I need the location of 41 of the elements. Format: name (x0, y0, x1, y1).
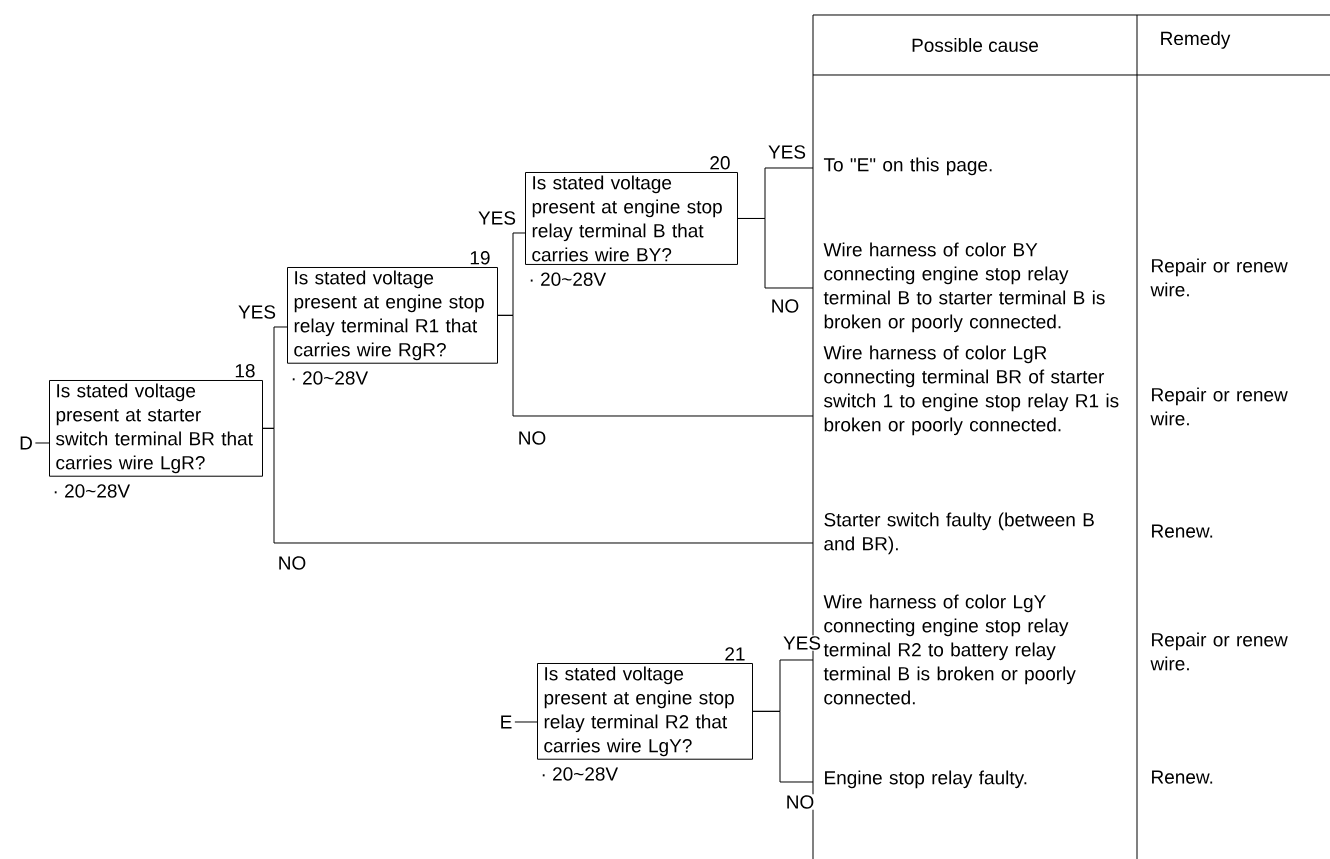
remedy-text: Renew. (1152, 524, 1213, 538)
edge-label: NO (276, 555, 308, 571)
voltage-note: · 20~28V (530, 272, 607, 286)
edge-label: NO (769, 298, 801, 314)
cause-text: Wire harness of color LgY connecting engine stop relay terminal R2 to battery relay terminal B is broken or poorly connected. (823, 594, 1076, 705)
cause-text: Engine stop relay faulty. (825, 770, 1027, 789)
step-number: 20 (710, 156, 730, 170)
connector-line (737, 218, 814, 289)
question-box: Is stated voltage present at engine stop relay terminal R2 that carries wire LgY? (537, 663, 753, 760)
remedy-text: Repair or renew wire. (1150, 632, 1288, 671)
connector-line (497, 314, 814, 417)
cause-text: Starter switch faulty (between B and BR). (824, 512, 1094, 555)
entry-letter: D (20, 436, 32, 450)
edge-label: YES (237, 304, 277, 320)
question-box: Is stated voltage present at starter switch terminal BR that carries wire LgR? (49, 380, 263, 477)
voltage-note: · 20~28V (542, 767, 619, 781)
connector-line (34, 442, 50, 444)
cause-text: Wire harness of color BY connecting engine stop relay terminal B to starter terminal B is broken or poorly connected. (823, 242, 1105, 333)
cause-text: To "E" on this page. (823, 157, 992, 176)
step-number: 18 (235, 364, 255, 378)
connector-line (752, 710, 814, 783)
connector-line (514, 721, 538, 723)
edge-label: YES (767, 144, 807, 160)
column-header: Remedy (1161, 31, 1231, 49)
connector-line (262, 427, 814, 544)
voltage-note: · 20~28V (292, 371, 369, 385)
remedy-text: Renew. (1152, 770, 1213, 784)
cause-text: Wire harness of color LgR connecting terminal BR of starter switch 1 to engine stop relay R1 is broken or poorly connected. (823, 345, 1119, 436)
voltage-note: · 20~28V (54, 484, 131, 498)
step-number: 19 (470, 251, 490, 265)
question-box: Is stated voltage present at engine stop relay terminal B that carries wire BY? (525, 172, 738, 265)
edge-label: YES (477, 210, 517, 226)
remedy-text: Repair or renew wire. (1150, 387, 1288, 426)
remedy-text: Repair or renew wire. (1150, 258, 1288, 297)
step-number: 21 (725, 647, 745, 661)
entry-letter: E (501, 715, 512, 729)
edge-label: NO (784, 794, 816, 810)
question-box: Is stated voltage present at engine stop relay terminal R1 that carries wire RgR? (287, 267, 498, 364)
edge-label: NO (516, 430, 548, 446)
column-header: Possible cause (912, 38, 1038, 52)
edge-label: YES (782, 635, 822, 651)
